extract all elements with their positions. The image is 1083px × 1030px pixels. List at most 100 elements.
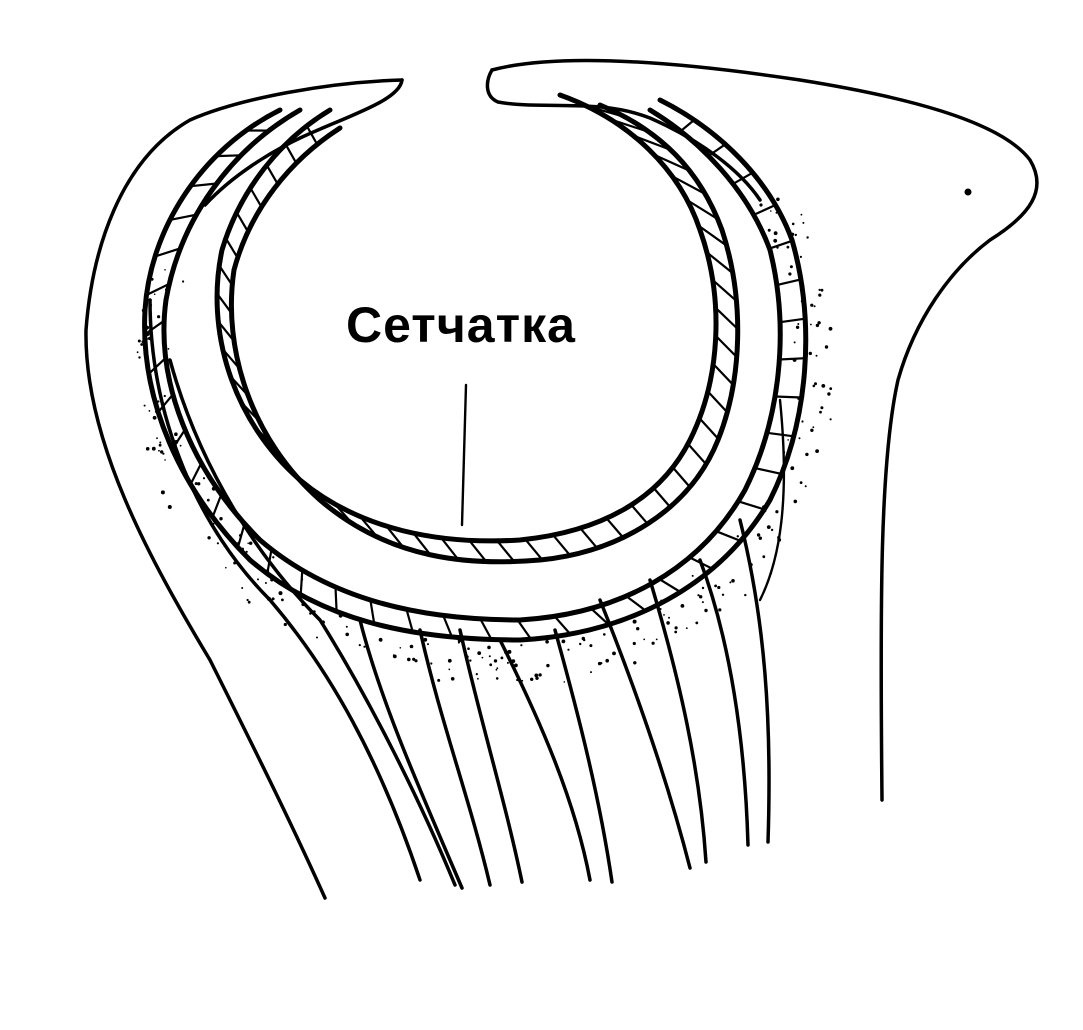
stipple-dot <box>194 491 197 494</box>
mesenchyme-strand-8 <box>600 600 690 868</box>
stipple-dot <box>164 459 166 461</box>
stipple-dot <box>489 655 491 657</box>
stipple-dot <box>448 659 452 663</box>
stipple-dot <box>175 444 177 446</box>
stipple-dot <box>477 678 479 680</box>
stipple-dot <box>702 587 704 589</box>
stipple-dot <box>437 679 440 682</box>
stipple-dot <box>154 294 156 296</box>
stipple-dot <box>185 476 188 479</box>
stipple-dot <box>764 509 767 512</box>
stipple-dot <box>535 677 538 680</box>
retina-cell-wall <box>607 518 624 537</box>
stipple-dot <box>476 673 478 675</box>
stipple-dot <box>666 621 670 625</box>
stipple-dot <box>787 439 789 441</box>
stipple-dot <box>427 643 429 645</box>
stipple-dot <box>379 638 383 642</box>
stipple-dot <box>313 610 316 613</box>
stipple-dot <box>195 482 198 485</box>
stipple-dot <box>156 437 158 439</box>
stipple-dot <box>777 538 781 542</box>
retina-cell-wall <box>716 308 738 329</box>
stipple-dot <box>321 620 325 624</box>
stipple-dot <box>767 525 771 529</box>
pigment-cell-wall <box>777 279 801 285</box>
pigment-cell-wall <box>480 619 491 640</box>
stipple-dot <box>153 416 157 420</box>
stipple-dot <box>146 338 148 340</box>
stipple-dot <box>507 662 509 664</box>
retina-cell-wall <box>237 212 248 231</box>
stipple-dot <box>138 356 140 358</box>
stipple-dot <box>589 644 592 647</box>
pigment-cell-wall <box>681 120 695 131</box>
stipple-dot <box>233 562 236 565</box>
stipple-dot <box>423 638 427 642</box>
stipple-dot <box>692 575 694 577</box>
stipple-dot <box>363 646 365 648</box>
stipple-dot <box>180 445 182 447</box>
stipple-dot <box>770 210 772 212</box>
stipple-dot <box>207 536 210 539</box>
pigment-cell-wall <box>336 587 337 611</box>
stipple-dot <box>138 340 141 343</box>
stipple-dot <box>776 246 778 248</box>
stipple-dot <box>272 556 274 558</box>
stipple-dot <box>482 657 484 659</box>
stipple-dot <box>783 451 785 453</box>
stipple-dot <box>805 320 807 322</box>
stipple-dot <box>659 602 661 604</box>
stipple-dot <box>579 643 581 645</box>
stipple-dot <box>714 585 717 588</box>
stipple-dot <box>150 304 152 306</box>
stipple-dot <box>257 578 259 580</box>
stipple-dot <box>151 278 154 281</box>
stipple-dot <box>142 309 145 312</box>
stipple-dot <box>173 445 175 447</box>
stipple-dot <box>773 239 777 243</box>
stipple-dot <box>825 345 828 348</box>
lip-right <box>487 70 760 200</box>
stipple-dot <box>702 601 704 603</box>
stipple-dot <box>603 633 606 636</box>
stipple-dot <box>412 658 415 661</box>
stipple-dot <box>514 664 518 668</box>
stipple-dot <box>507 650 511 654</box>
label-leader-line <box>462 385 466 525</box>
stipple-dot <box>819 411 822 414</box>
mesenchyme-strand-2 <box>170 360 455 885</box>
stipple-dot <box>717 586 720 589</box>
stipple-dot <box>797 397 800 400</box>
stipple-dot <box>477 651 481 655</box>
stipple-dot <box>157 400 159 402</box>
stipple-dot <box>458 642 460 644</box>
retina-cell-wall <box>267 165 278 184</box>
stipple-dot <box>600 662 602 664</box>
stipple-dot <box>277 580 279 582</box>
stipple-dot <box>302 579 304 581</box>
stipple-dot <box>248 601 251 604</box>
stipple-dot <box>656 639 658 641</box>
stipple-dot <box>821 384 825 388</box>
retina-cell-wall <box>700 418 719 439</box>
stipple-dot <box>705 571 708 574</box>
stipple-dot <box>469 659 471 661</box>
stipple-dot <box>150 299 152 301</box>
stipple-dot <box>346 626 348 628</box>
stipple-dot <box>675 626 678 629</box>
stipple-dot <box>818 294 821 297</box>
stipple-dot <box>164 395 166 397</box>
pigment-cell-wall <box>213 495 222 518</box>
stipple-dot <box>816 324 819 327</box>
stipple-dot <box>165 288 168 291</box>
stipple-dot <box>494 659 497 662</box>
pigment-cell-wall <box>755 468 782 474</box>
stipple-dot <box>790 265 793 268</box>
dot-marker <box>965 189 972 196</box>
stipple-dot <box>668 617 670 619</box>
stipple-dot <box>161 490 165 494</box>
stipple-dot <box>722 594 724 596</box>
